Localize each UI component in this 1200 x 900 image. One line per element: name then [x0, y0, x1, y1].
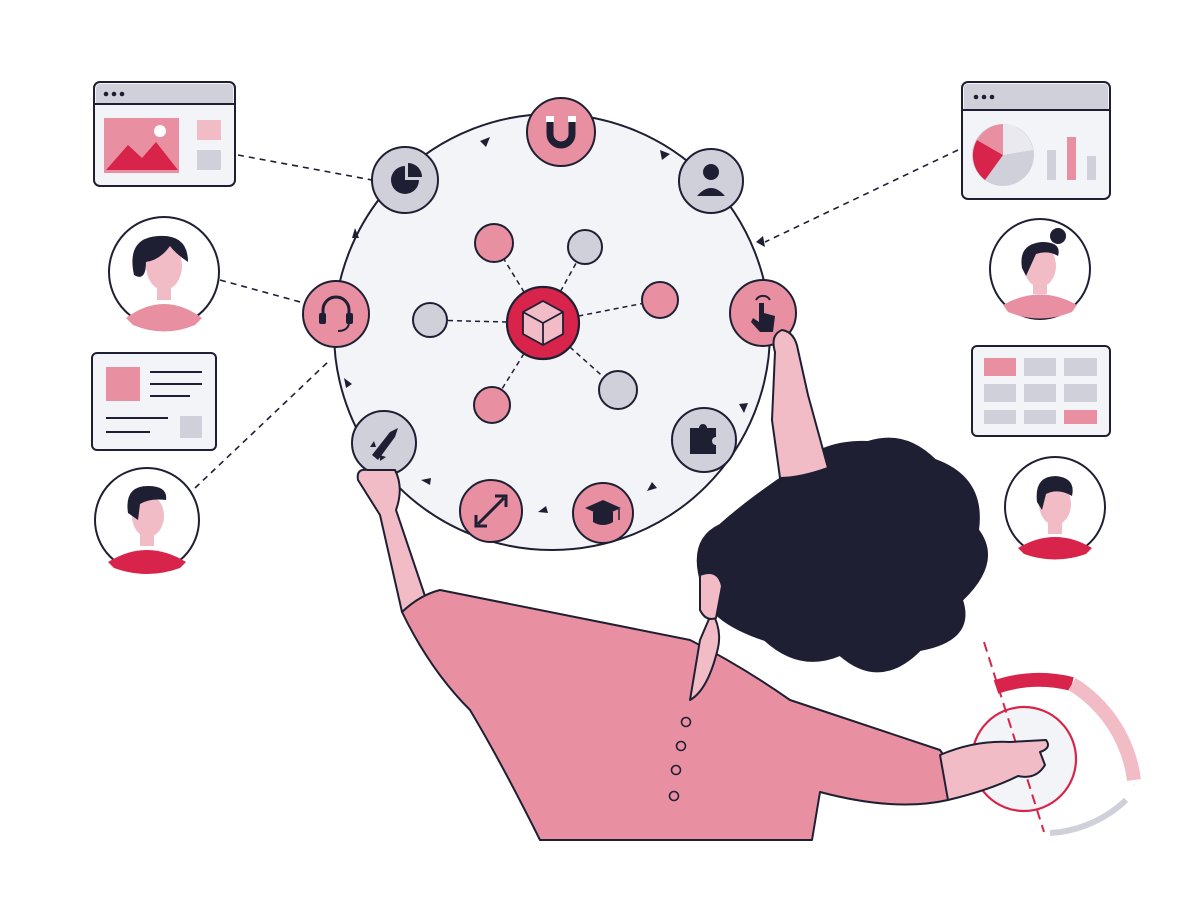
- right-panels: [961, 81, 1111, 560]
- cube-icon: [505, 285, 581, 361]
- cycle-arrows: [344, 137, 765, 513]
- chart-window-card: [961, 81, 1111, 200]
- satellite-node: [412, 302, 448, 338]
- woman-neck: [689, 611, 721, 701]
- satellite-node: [567, 229, 603, 265]
- magnet-icon: [526, 97, 596, 167]
- avatar-woman-short-hair: [108, 216, 220, 332]
- connector-avatar-woman: [219, 279, 305, 304]
- satellite-node: [473, 386, 511, 424]
- woman-right-arm: [771, 329, 829, 479]
- avatar-woman-bun: [989, 218, 1091, 320]
- pie-chart-icon: [371, 146, 439, 214]
- expand-arrows-icon: [459, 479, 523, 543]
- hub-link: [491, 322, 544, 406]
- cycle-arrow: [647, 482, 657, 491]
- dashed-connectors: [194, 149, 959, 489]
- headset-icon: [302, 280, 370, 348]
- satellite-node: [598, 370, 638, 410]
- left-panels: [91, 81, 236, 574]
- connector-chart-card: [764, 149, 959, 243]
- connector-avatar-man: [194, 359, 331, 489]
- text-card: [91, 352, 217, 451]
- cycle-arrow: [421, 478, 431, 485]
- grid-table-card: [971, 345, 1111, 437]
- image-window-card: [93, 81, 236, 187]
- woman-face: [699, 572, 723, 620]
- avatar-man-right: [1004, 456, 1106, 560]
- graduation-cap-icon: [572, 482, 634, 544]
- cycle-arrow: [480, 137, 490, 147]
- cycle-arrow: [352, 228, 359, 238]
- pie-chart-icon: [972, 124, 1034, 186]
- satellite-node: [474, 223, 514, 263]
- woman-hand-dial: [939, 739, 1049, 801]
- cycle-nodes: [302, 97, 797, 544]
- satellite-node: [641, 281, 679, 319]
- woman-figure: [356, 329, 1049, 841]
- puzzle-icon: [671, 407, 737, 473]
- cycle-arrow: [660, 150, 670, 160]
- avatar-man-left: [94, 467, 200, 574]
- touch-hand-icon: [729, 279, 797, 347]
- image-icon: [104, 118, 179, 173]
- hub-network: [412, 223, 679, 424]
- cycle-arrow: [756, 236, 765, 247]
- sweater-buttons: [668, 716, 692, 802]
- cycle-arrow: [538, 506, 548, 513]
- cycle-arrow: [344, 378, 352, 388]
- user-icon: [678, 148, 744, 214]
- woman-hair: [696, 437, 988, 673]
- connector-image-card: [237, 154, 373, 181]
- cycle-arrow: [739, 403, 748, 413]
- hub-link: [493, 242, 544, 324]
- rocket-icon: [351, 410, 417, 476]
